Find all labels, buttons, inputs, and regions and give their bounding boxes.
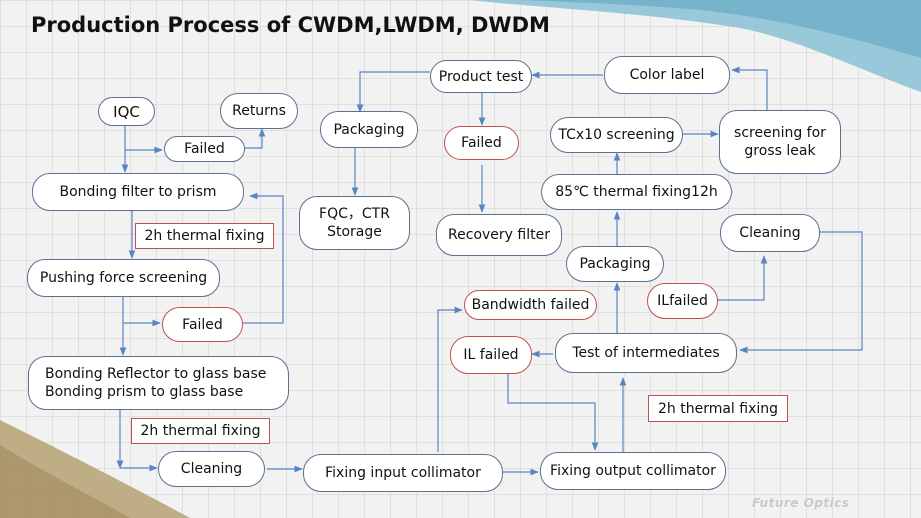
arrow-ilfailed-to-cleaning (717, 255, 768, 301)
node-failed-mid: Failed (162, 307, 243, 342)
node-gross-leak: screening for gross leak (719, 110, 841, 174)
gross-leak-line-2: gross leak (744, 143, 816, 159)
arrow-grossleak-to-colorlabel (731, 66, 768, 110)
node-storage: FQC，CTR Storage (299, 196, 410, 250)
node-failed-product: Failed (444, 126, 519, 160)
arrow-input-to-bandwidth (437, 306, 463, 452)
node-test-intermediates: Test of intermediates (555, 333, 737, 373)
storage-line-1: FQC，CTR (319, 206, 390, 222)
arrow-cleaning-to-test (739, 231, 863, 354)
watermark: Future Optics (752, 496, 850, 510)
node-tcx10: TCx10 screening (550, 117, 683, 153)
node-thermal-fixing-1: 2h thermal fixing (135, 223, 274, 249)
node-cleaning-right: Cleaning (720, 214, 820, 252)
node-recovery-filter: Recovery filter (436, 214, 562, 256)
node-il-failed-left: IL failed (450, 336, 532, 374)
gross-leak-line-1: screening for (734, 125, 826, 141)
page-title: Production Process of CWDM,LWDM, DWDM (31, 13, 550, 37)
node-returns: Returns (220, 93, 298, 129)
node-packaging-mid: Packaging (566, 246, 664, 282)
bonding-reflector-line-2: Bonding prism to glass base (45, 384, 244, 400)
node-color-label: Color label (604, 56, 730, 94)
arrow-failed-to-returns (245, 128, 266, 149)
node-thermal-85: 85℃ thermal fixing12h (541, 174, 732, 210)
node-packaging-top: Packaging (320, 111, 418, 148)
node-cleaning-bottom: Cleaning (158, 451, 265, 487)
node-fixing-output: Fixing output collimator (540, 452, 726, 490)
node-product-test: Product test (430, 60, 532, 93)
node-thermal-fixing-3: 2h thermal fixing (648, 395, 788, 422)
storage-line-2: Storage (327, 224, 382, 240)
node-il-failed-right: ILfailed (647, 283, 718, 319)
node-thermal-fixing-2: 2h thermal fixing (131, 418, 270, 444)
node-iqc: IQC (98, 97, 155, 126)
arrow-product-to-packaging (356, 71, 430, 113)
bonding-reflector-line-1: Bonding Reflector to glass base (45, 366, 267, 382)
node-failed-top: Failed (164, 136, 245, 162)
arrow-ilfailed-to-output (507, 374, 599, 451)
node-fixing-input: Fixing input collimator (303, 454, 503, 492)
node-pushing-force: Pushing force screening (27, 259, 220, 297)
node-bonding-reflector: Bonding Reflector to glass base Bonding … (28, 356, 289, 410)
arrow-failed-mid-to-bonding (243, 192, 284, 324)
node-bandwidth-failed: Bandwidth failed (464, 290, 597, 320)
node-bonding-filter: Bonding filter to prism (32, 173, 244, 211)
